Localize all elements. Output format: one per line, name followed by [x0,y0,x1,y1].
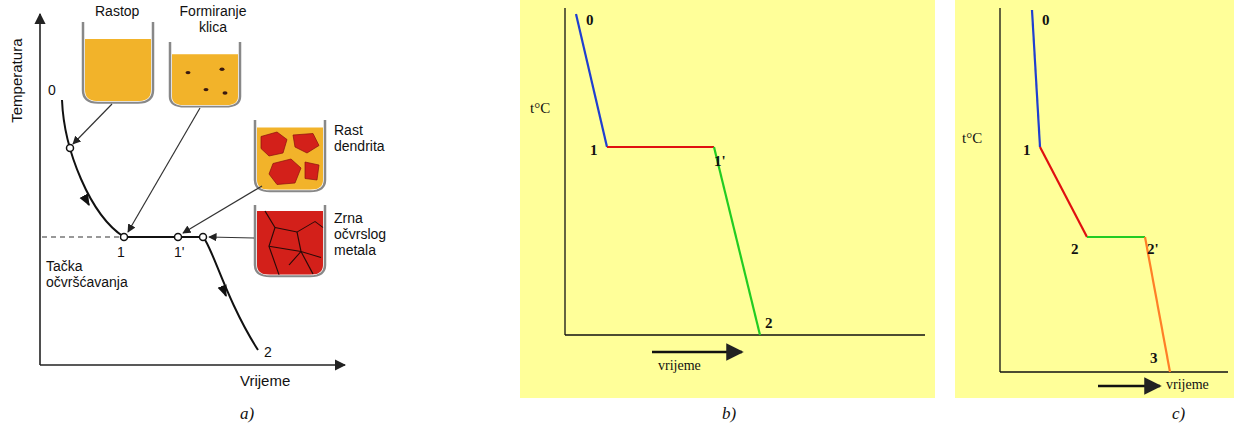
point-number: 1' [174,244,184,260]
point-number: 0 [48,82,56,98]
stage-label: Rast dendrita [334,122,414,154]
point-number: 2 [264,344,272,360]
solidification-dashed-line [42,236,122,237]
panel-background-c [955,0,1234,398]
axis-note: Tačka očvršćavanja [46,258,136,290]
axis-label: vrijeme [1166,377,1209,393]
crucible-grains [255,205,325,276]
crucible-dendrites [255,120,325,191]
point-number: 0 [586,12,594,29]
curve-points [67,145,207,241]
axis-label: Temperatura [8,36,25,126]
point-number: 2' [1147,241,1159,258]
panel-background-b [520,0,935,398]
cooling-curve-a [62,100,258,350]
point-number: 3 [1150,350,1158,367]
point-number: 1 [1023,142,1031,159]
panel-caption: c) [1172,404,1185,424]
cooling-curve-c [1032,10,1170,372]
axes-c [1000,8,1228,386]
stage-label: Formiranje klica [168,3,258,35]
point-number: 1 [117,244,125,260]
cooling-curve-b [576,14,760,335]
panel-caption: b) [722,404,736,424]
stage-label: Zrna očvrslog metala [334,210,414,258]
crucible-nuclei [170,42,240,107]
axis-label: vrijeme [658,358,701,374]
leader-arrows [73,104,262,238]
point-number: 1' [714,153,726,170]
point-number: 2 [765,315,773,332]
stage-label: Rastop [95,3,139,19]
crucible-melt [83,22,153,103]
point-number: 0 [1042,12,1050,29]
axis-label: t°C [962,130,982,147]
point-number: 2 [1071,241,1079,258]
panel-caption: a) [240,404,254,424]
axis-label: t°C [530,100,550,117]
axes-b [565,8,925,352]
point-number: 1 [590,142,598,159]
axis-label: Vrijeme [240,372,290,389]
axes-a [40,14,345,365]
